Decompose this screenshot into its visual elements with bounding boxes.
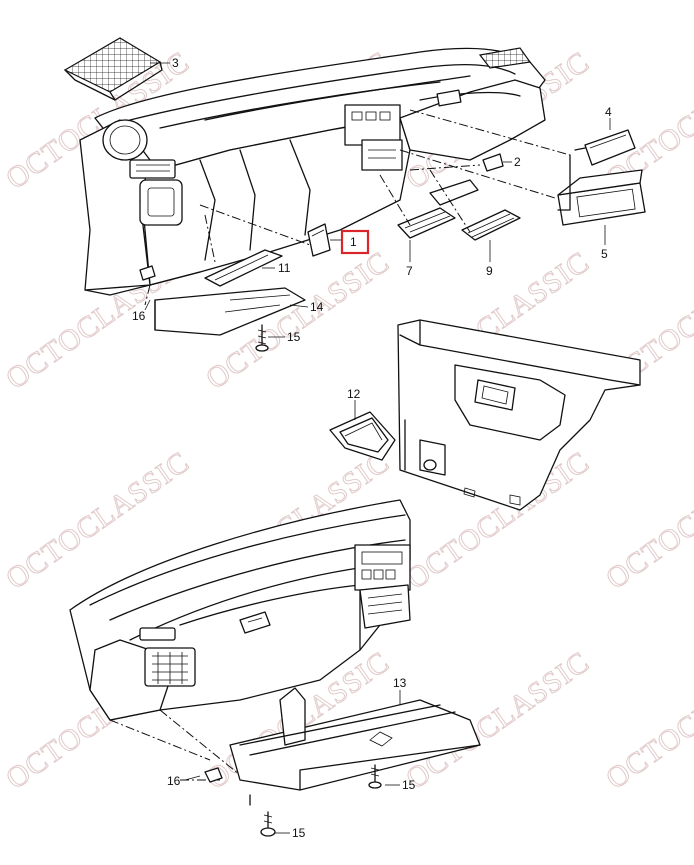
cap-part-2: [482, 153, 504, 172]
cover-part-1: [307, 223, 331, 257]
highlight-box-part-1: [340, 229, 370, 255]
callout-label-11[interactable]: 11: [278, 261, 291, 275]
tray-part-11: [204, 249, 283, 287]
callout-label-3[interactable]: 3: [172, 56, 179, 70]
vent-part-9: [461, 209, 521, 241]
pocket-part-12: [329, 411, 396, 461]
callout-label-13[interactable]: 13: [393, 676, 407, 690]
callout-label-7[interactable]: 7: [406, 264, 413, 278]
callout-label-12[interactable]: 12: [347, 387, 361, 401]
callout-label-2[interactable]: 2: [514, 155, 521, 169]
watermark-text: OCTOCLASSIC: [600, 445, 694, 596]
trim-part-4: [584, 129, 636, 166]
callout-label-15-upper[interactable]: 15: [287, 330, 301, 344]
callout-label-9[interactable]: 9: [486, 264, 493, 278]
callout-label-15-right[interactable]: 15: [402, 778, 416, 792]
clip-part-16-upper: [139, 265, 156, 281]
screw-part-15-bottom: [260, 811, 276, 837]
watermark-text: OCTOCLASSIC: [600, 645, 694, 796]
guide-lines-upper: [199, 109, 586, 246]
callout-label-14[interactable]: 14: [310, 300, 324, 314]
leader-lines: [144, 62, 611, 834]
screw-part-15-right: [368, 764, 382, 789]
vent-part-7: [397, 207, 456, 239]
callout-label-5[interactable]: 5: [601, 247, 608, 261]
upper-parts: [139, 129, 646, 352]
glovebox-part-13: [204, 687, 481, 837]
callout-label-4[interactable]: 4: [605, 105, 612, 119]
callout-labels: 1 2 3 4 5 7 9 11 12 13 14 15 15 15 16 16: [132, 56, 612, 840]
screw-part-15-upper: [255, 324, 269, 352]
callout-label-16-lower[interactable]: 16: [167, 774, 181, 788]
callout-label-16-upper[interactable]: 16: [132, 309, 146, 323]
callout-label-15-bottom[interactable]: 15: [292, 826, 306, 840]
callout-label-1[interactable]: 1: [350, 235, 357, 249]
clip-part-16-lower: [204, 767, 223, 783]
upper-dashboard: [63, 37, 546, 306]
lower-dashboard: [69, 499, 411, 781]
side-panel: [397, 319, 641, 511]
